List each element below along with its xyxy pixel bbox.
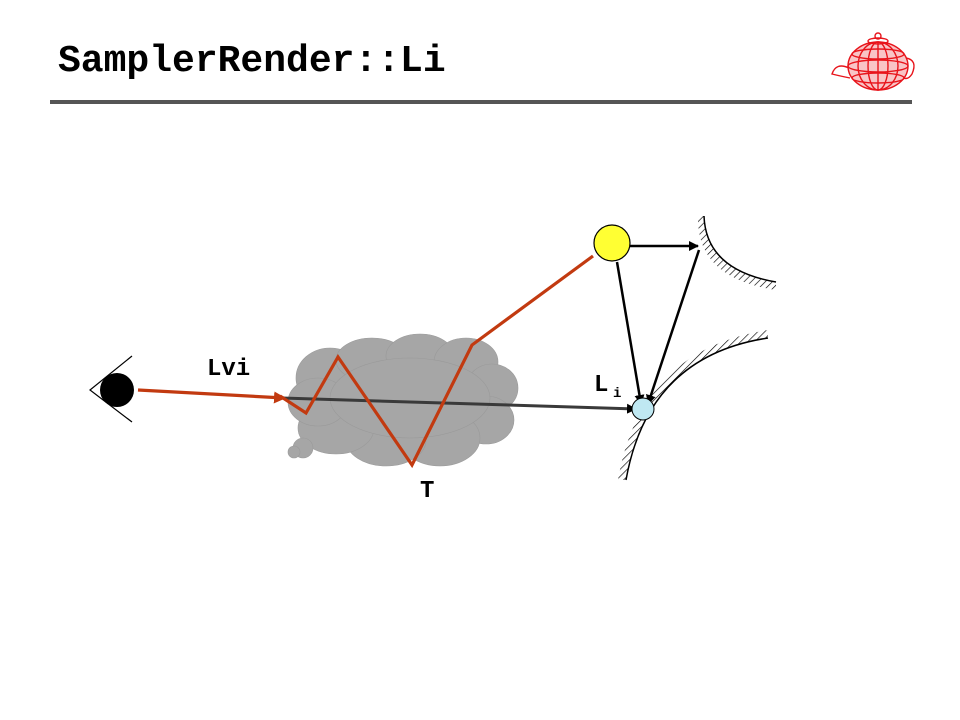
label-li: L bbox=[594, 372, 608, 399]
label-li-subscript: i bbox=[613, 386, 621, 402]
upper-curved-surface bbox=[697, 215, 777, 290]
participating-medium-cloud bbox=[287, 333, 519, 467]
light-source bbox=[593, 224, 631, 262]
label-t: T bbox=[420, 478, 434, 505]
camera-ray bbox=[281, 396, 637, 414]
light-to-surface-ray bbox=[615, 261, 645, 405]
title-divider bbox=[50, 100, 912, 104]
radiance-to-eye-arrow bbox=[137, 388, 286, 404]
eye-icon bbox=[89, 355, 134, 423]
page-title: SamplerRender::Li bbox=[58, 40, 446, 83]
light-scatter-path bbox=[279, 254, 594, 469]
surface-point bbox=[631, 397, 655, 421]
teapot-wireframe-icon bbox=[831, 32, 915, 91]
upper-to-lower-reflection-ray bbox=[646, 249, 701, 405]
label-lvi: Lvi bbox=[207, 356, 250, 383]
